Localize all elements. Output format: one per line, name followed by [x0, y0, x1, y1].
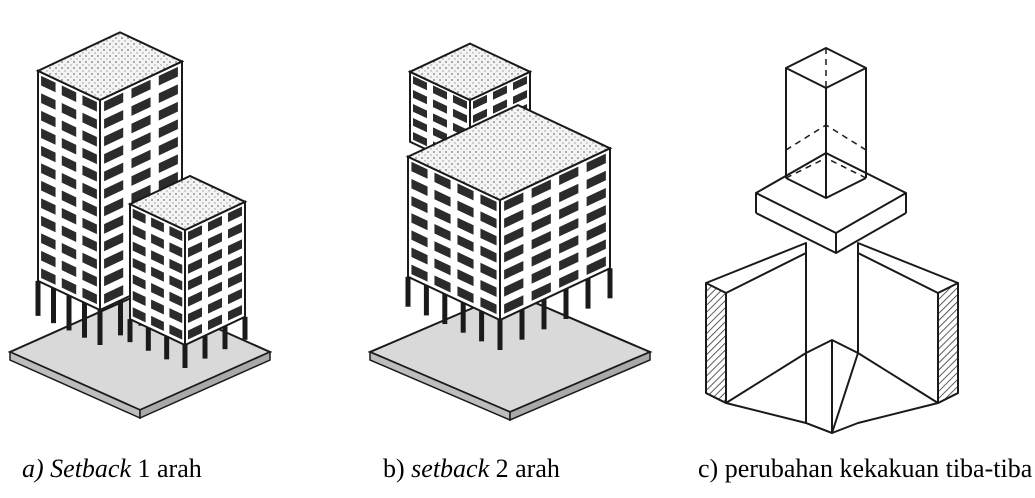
stiffness-change-illustration [705, 47, 959, 434]
caption-a: a) Setback 1 arah [22, 454, 202, 483]
caption-b: b) setback 2 arah [383, 454, 560, 483]
building-setback-two-directions [367, 42, 653, 422]
building-setback-one-direction [7, 31, 273, 420]
caption-c: c) perubahan kekakuan tiba-tiba [698, 454, 1033, 483]
base-slab [755, 152, 907, 234]
